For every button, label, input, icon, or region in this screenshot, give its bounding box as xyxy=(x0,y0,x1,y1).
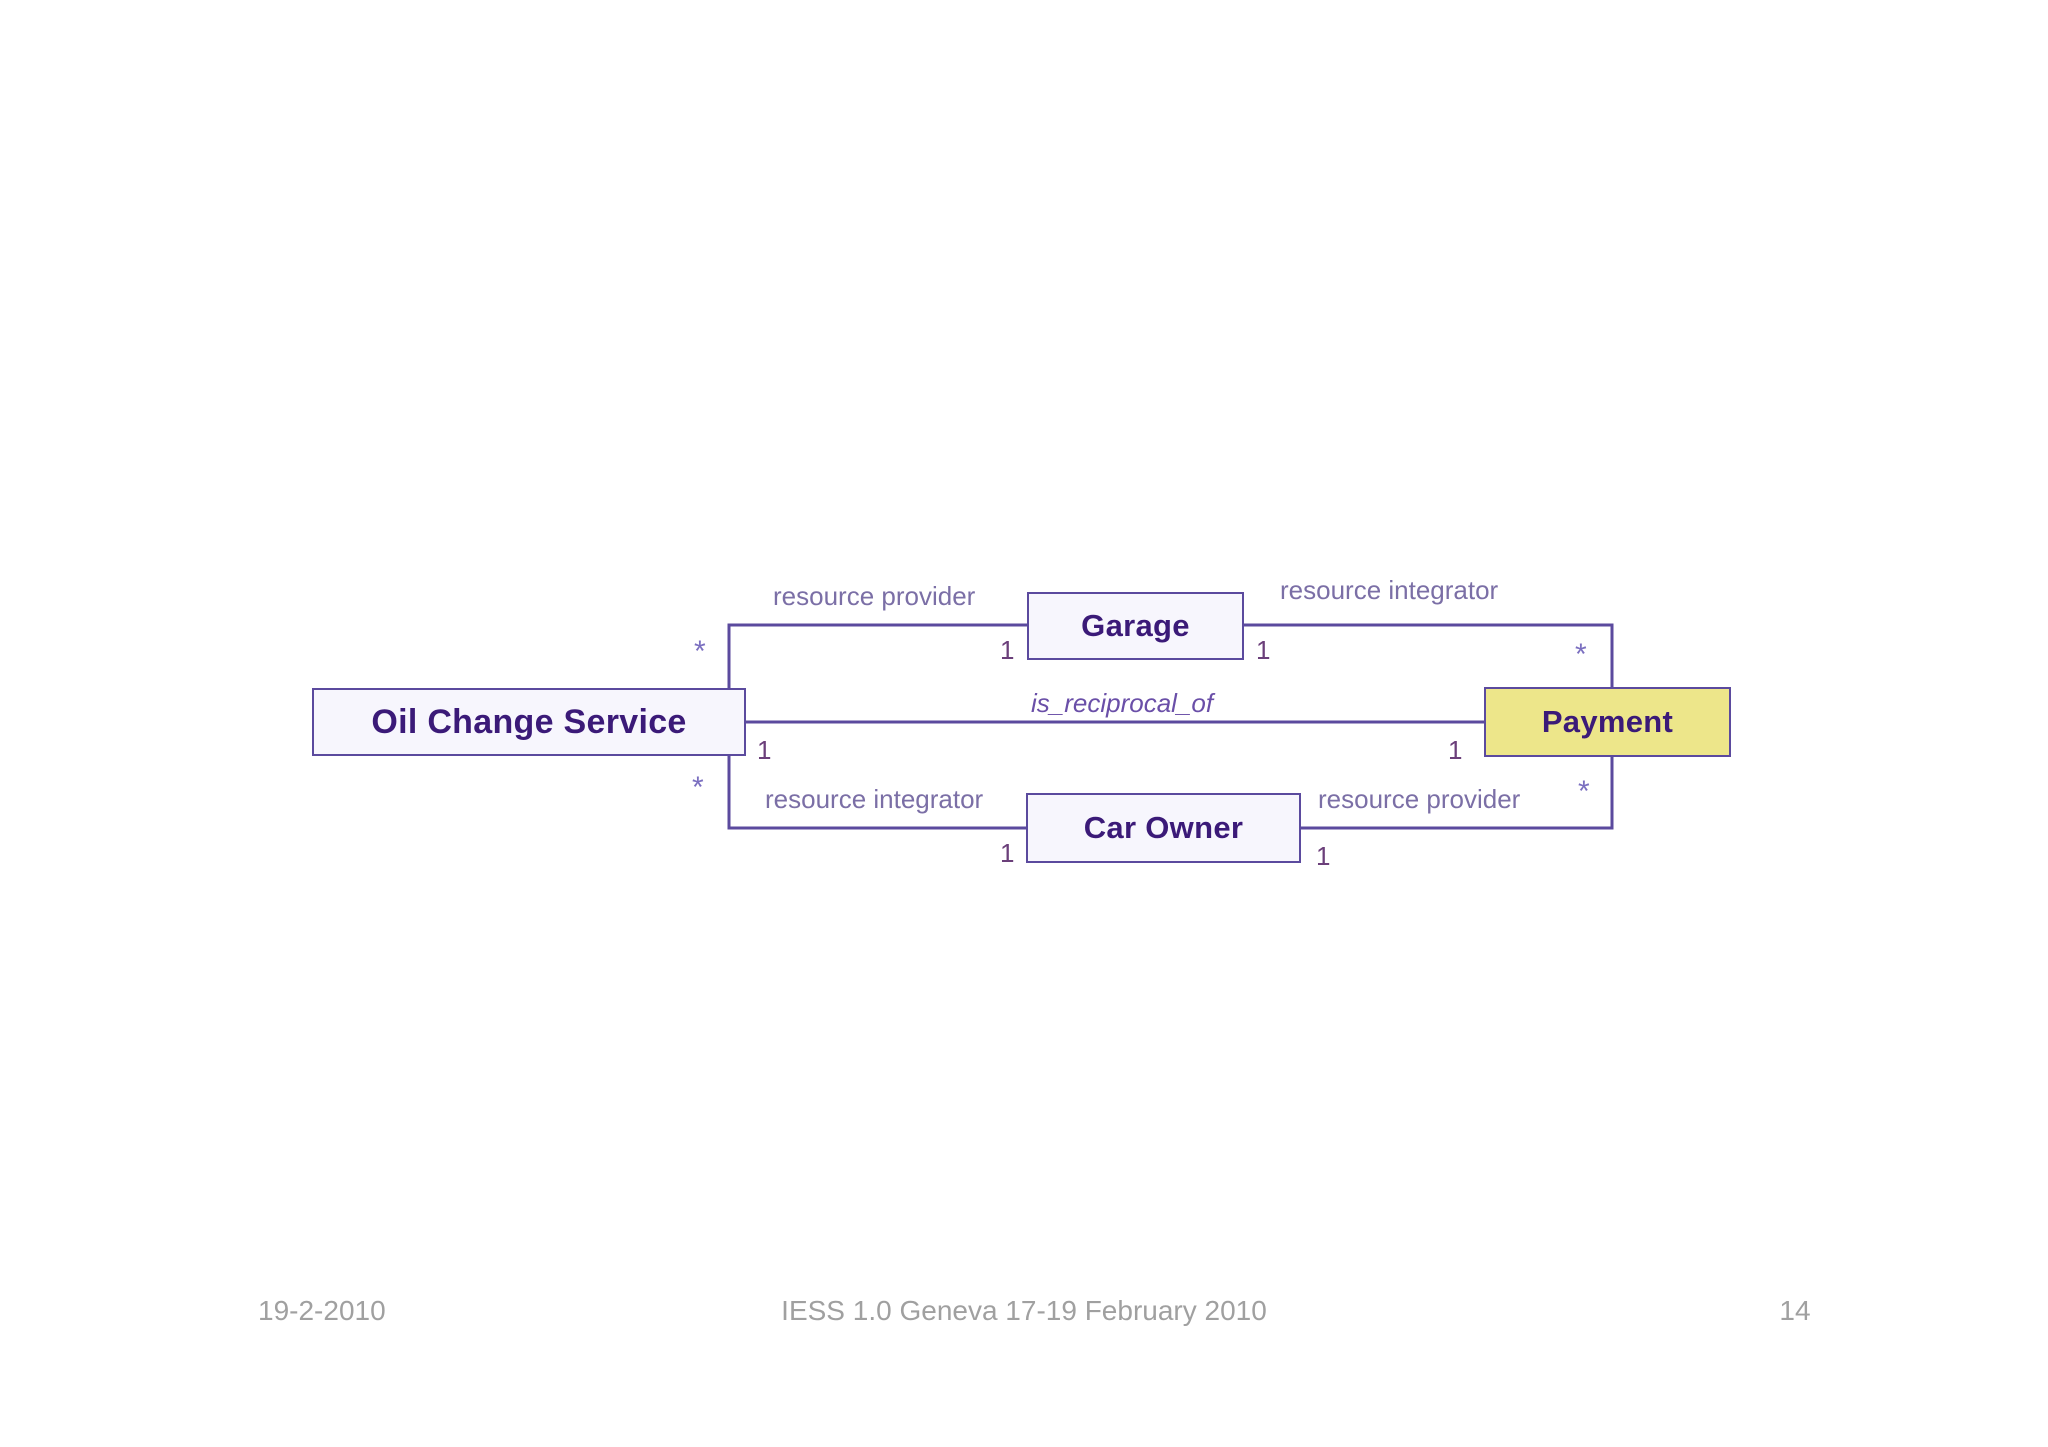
edge-label-resource-integrator-top: resource integrator xyxy=(1280,575,1499,605)
edge-garage-payment xyxy=(1242,623,1614,691)
multiplicity-payment-mid: 1 xyxy=(1448,735,1463,765)
node-payment-label: Payment xyxy=(1541,704,1674,739)
footer-event-title: IESS 1.0 Geneva 17-19 February 2010 xyxy=(781,1295,1267,1326)
node-car-owner[interactable]: Car Owner xyxy=(1026,793,1301,863)
edge-label-resource-provider-top: resource provider xyxy=(773,581,976,611)
node-payment[interactable]: Payment xyxy=(1484,687,1731,757)
edge-carowner-payment xyxy=(1299,755,1614,830)
multiplicity-car-owner-left: 1 xyxy=(1000,838,1015,868)
multiplicity-payment-top: * xyxy=(1575,638,1587,671)
multiplicity-ocs-bottom: * xyxy=(692,771,704,804)
multiplicity-payment-bottom: * xyxy=(1578,775,1590,808)
edge-label-resource-provider-bottom: resource provider xyxy=(1318,784,1521,814)
multiplicity-car-owner-right: 1 xyxy=(1316,841,1331,871)
multiplicity-ocs-top: * xyxy=(694,635,706,668)
node-oil-change-service[interactable]: Oil Change Service xyxy=(312,688,746,756)
node-oil-change-service-label: Oil Change Service xyxy=(371,702,687,741)
node-garage[interactable]: Garage xyxy=(1027,592,1244,660)
edge-label-is-reciprocal-of: is_reciprocal_of xyxy=(1031,688,1214,718)
edge-label-resource-integrator-bottom: resource integrator xyxy=(765,784,984,814)
footer-date: 19-2-2010 xyxy=(258,1295,386,1326)
node-garage-label: Garage xyxy=(1081,608,1190,643)
multiplicity-garage-left: 1 xyxy=(1000,635,1015,665)
slide-footer: 19-2-2010 IESS 1.0 Geneva 17-19 February… xyxy=(0,1295,2048,1339)
multiplicity-ocs-mid: 1 xyxy=(757,735,772,765)
multiplicity-garage-right: 1 xyxy=(1256,635,1271,665)
edge-ocs-garage xyxy=(727,623,1029,692)
edge-ocs-carowner xyxy=(727,752,1028,830)
footer-page-number: 14 xyxy=(1779,1295,1811,1326)
node-car-owner-label: Car Owner xyxy=(1083,810,1244,845)
